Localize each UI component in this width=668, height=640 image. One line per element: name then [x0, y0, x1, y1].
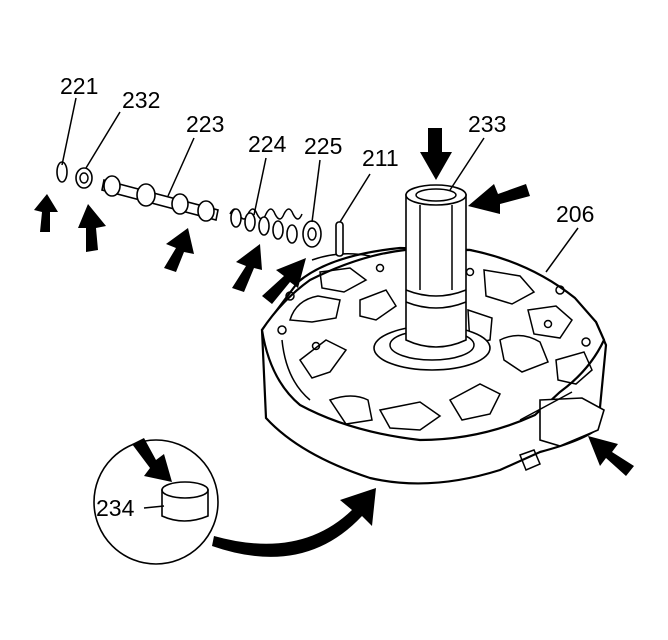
- callout-232: 232: [122, 87, 160, 113]
- callout-233: 233: [468, 111, 506, 137]
- callout-224: 224: [248, 131, 287, 157]
- inset-detail-234: [93, 439, 219, 565]
- stator-shaft: [405, 184, 467, 348]
- pump-body: [260, 246, 608, 485]
- callout-221: 221: [60, 73, 98, 99]
- callout-211: 211: [362, 145, 399, 171]
- arrows: [34, 128, 634, 482]
- callout-223: 223: [186, 111, 224, 137]
- pin-211: [335, 221, 344, 257]
- transfer-arrow: [212, 488, 376, 557]
- callout-234: 234: [96, 495, 135, 521]
- plug-232: [75, 167, 93, 189]
- callout-225: 225: [304, 133, 342, 159]
- seat-225: [302, 220, 322, 248]
- callout-206: 206: [556, 201, 594, 227]
- spring-224: [229, 208, 303, 244]
- leader-lines: [61, 97, 579, 509]
- valve-223: [101, 175, 219, 222]
